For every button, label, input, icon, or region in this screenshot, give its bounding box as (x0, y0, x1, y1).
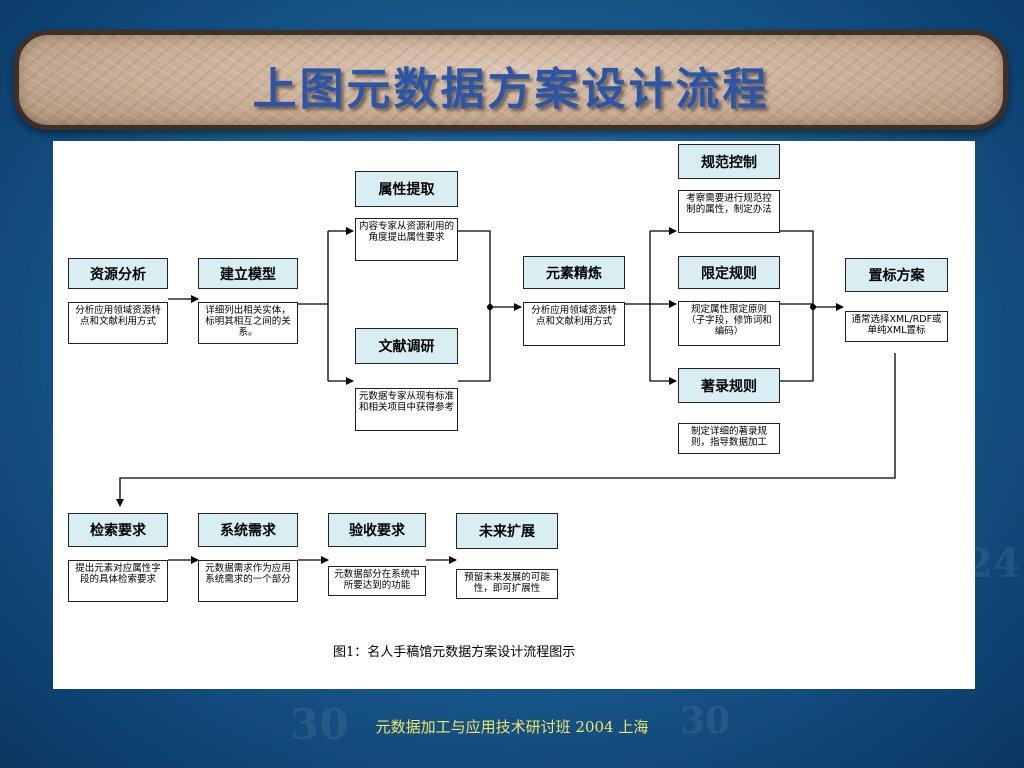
header-build-model: 建立模型 (198, 258, 298, 289)
desc-literature-research: 元数据专家从现有标准和相关项目中获得参考 (355, 388, 458, 431)
desc-attribute-extract: 内容专家从资源利用的角度提出属性要求 (355, 218, 458, 261)
header-norm-control: 规范控制 (678, 144, 780, 179)
header-limit-rules: 限定规则 (678, 256, 780, 289)
desc-acceptance-req: 元数据部分在系统中所要达到的功能 (328, 566, 426, 596)
header-attribute-extract: 属性提取 (355, 171, 458, 207)
figure-caption: 图1：名人手稿馆元数据方案设计流程图示 (333, 645, 576, 660)
header-acceptance-req: 验收要求 (328, 513, 426, 547)
desc-build-model: 详细列出相关实体，标明其相互之间的关系。 (198, 302, 298, 344)
background-decoration: 30 (290, 700, 349, 749)
header-resource-analysis: 资源分析 (68, 258, 168, 289)
flow-connectors (116, 227, 896, 564)
page-title: 上图元数据方案设计流程 (252, 64, 770, 115)
footer-text: 元数据加工与应用技术研讨班 2004 上海 (375, 718, 649, 736)
header-element-refine: 元素精炼 (523, 256, 625, 289)
header-future-ext: 未来扩展 (456, 513, 558, 549)
desc-markup-scheme: 通常选择XML/RDF或单纯XML置标 (845, 311, 948, 342)
header-literature-research: 文献调研 (355, 328, 458, 364)
desc-future-ext: 预留未来发展的可能性，即可扩展性 (456, 569, 558, 599)
desc-element-refine: 分析应用领域资源特点和文献利用方式 (523, 302, 625, 346)
desc-norm-control: 考察需要进行规范控制的属性，制定办法 (678, 190, 780, 233)
background-decoration: 30 (680, 700, 731, 742)
desc-system-req: 元数据需求作为应用系统需求的一个部分 (198, 560, 298, 602)
desc-resource-analysis: 分析应用领域资源特点和文献利用方式 (68, 302, 168, 344)
desc-limit-rules: 规定属性限定原则（子字段，修饰词和编码） (678, 301, 780, 346)
desc-retrieval-req: 提出元素对应属性字段的具体检索要求 (68, 560, 168, 602)
flowchart-canvas: 资源分析 分析应用领域资源特点和文献利用方式 建立模型 详细列出相关实体，标明其… (53, 141, 975, 689)
header-system-req: 系统需求 (198, 513, 298, 547)
desc-catalog-rules: 制定详细的著录规则，指导数据加工 (678, 423, 780, 454)
header-retrieval-req: 检索要求 (68, 513, 168, 547)
title-banner: 上图元数据方案设计流程 (14, 30, 1008, 130)
header-catalog-rules: 著录规则 (678, 368, 780, 403)
header-markup-scheme: 置标方案 (845, 258, 948, 292)
